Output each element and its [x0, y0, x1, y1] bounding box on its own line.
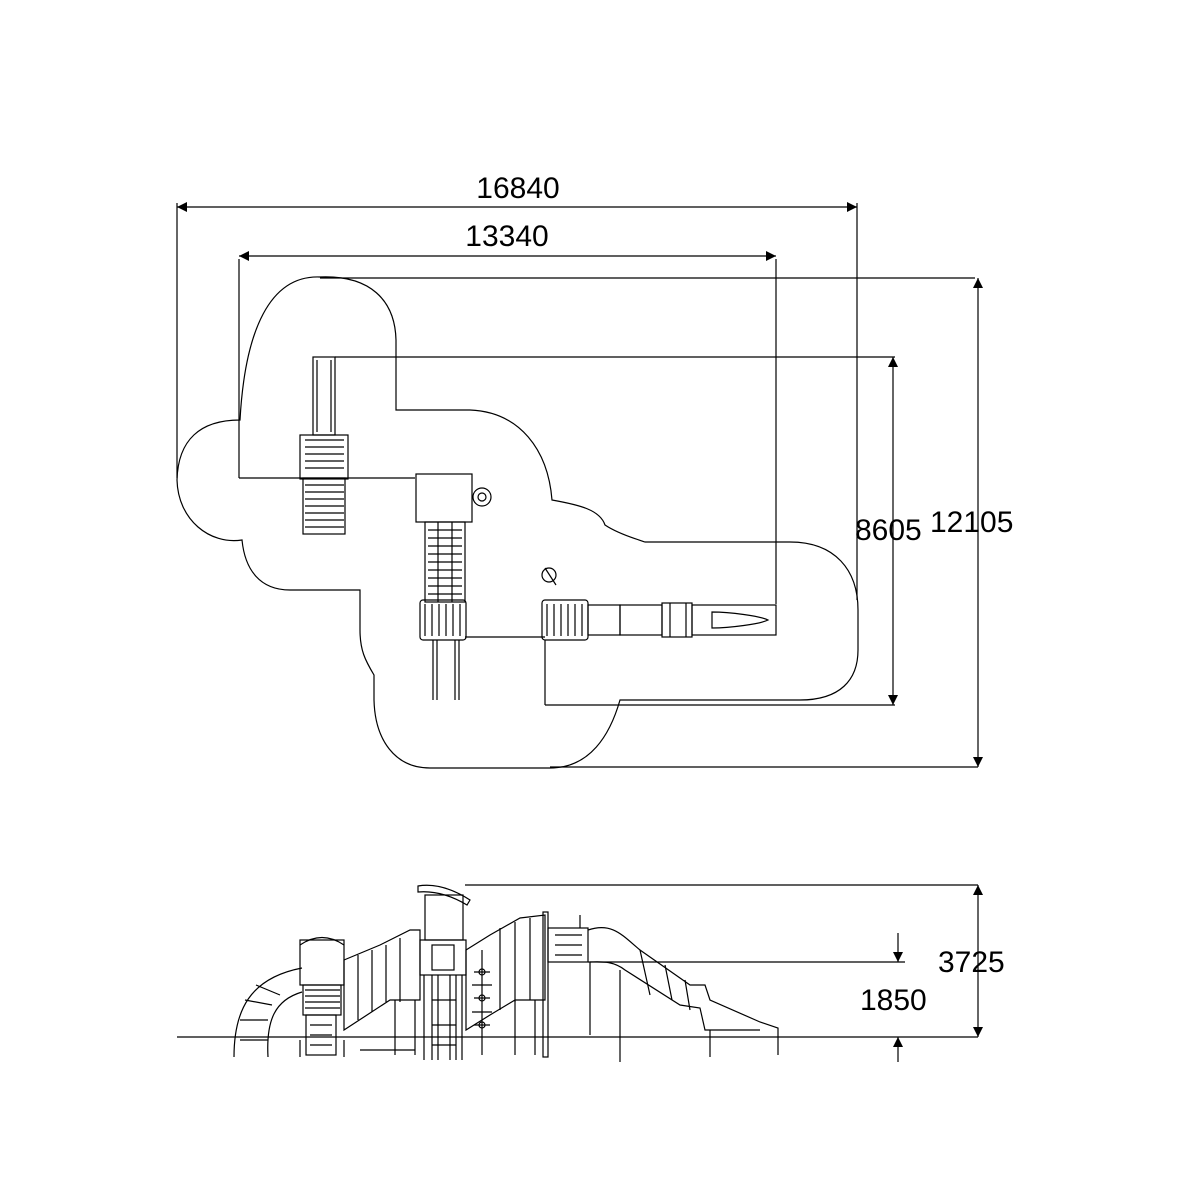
plan-dimensions: [177, 202, 983, 767]
plan-tower-unit: [415, 473, 492, 700]
dimension-label-12105: 12105: [930, 506, 1013, 539]
elevation-curved-slide: [233, 967, 303, 1058]
elevation-climber: [472, 950, 492, 1055]
dimension-label-3725: 3725: [938, 946, 1005, 979]
elevation-dimensions: [893, 885, 983, 1062]
elevation-central-tower: [417, 884, 471, 1060]
elevation-view: [177, 884, 978, 1062]
plan-tube-slide-unit: [541, 567, 777, 641]
safety-zone-outline: [176, 276, 859, 769]
dimension-label-8605: 8605: [855, 514, 922, 547]
plan-view: [176, 203, 978, 769]
elevation-tube-slide: [587, 926, 779, 1062]
elevation-right-platform: [542, 911, 591, 1058]
dimension-label-16840: 16840: [476, 172, 559, 205]
dimension-label-1850: 1850: [860, 984, 927, 1017]
dimension-label-13340: 13340: [465, 220, 548, 253]
elevation-bridge-left: [343, 929, 421, 1032]
plan-stair-unit: [299, 356, 349, 535]
elevation-left-tower: [299, 936, 345, 1057]
